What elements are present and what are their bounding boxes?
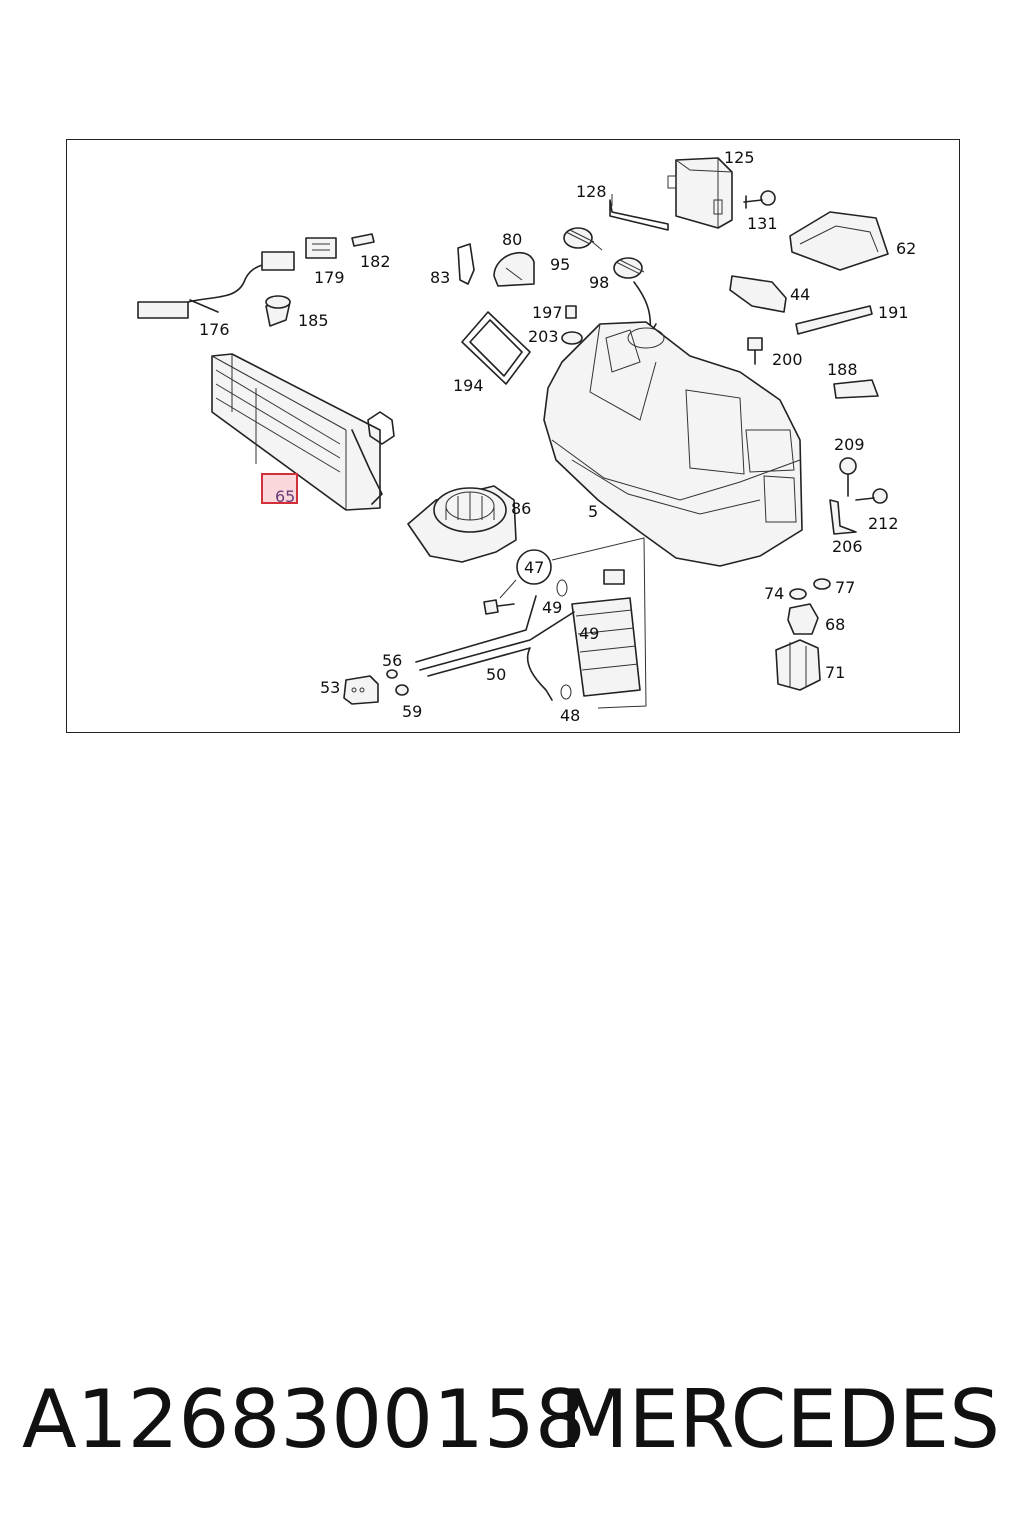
label-191[interactable]: 191 [878,303,909,322]
part-71-valve-block[interactable] [775,639,821,691]
part-86-blower[interactable] [407,485,517,563]
part-68-valve[interactable] [787,603,819,635]
part-59-seal[interactable] [395,684,409,696]
label-80[interactable]: 80 [502,230,522,249]
part-206-bracket[interactable] [829,499,857,535]
label-209[interactable]: 209 [834,435,865,454]
label-197[interactable]: 197 [532,303,563,322]
label-68[interactable]: 68 [825,615,845,634]
part-80-flap[interactable] [493,251,535,287]
label-125[interactable]: 125 [724,148,755,167]
label-59[interactable]: 59 [402,702,422,721]
part-194-seal[interactable] [461,311,531,385]
part-44-bracket[interactable] [729,275,787,313]
part-212-screw[interactable] [855,488,888,504]
caption: A1268300158 MERCEDES [0,1370,1024,1470]
label-56[interactable]: 56 [382,651,402,670]
part-77-seal[interactable] [813,578,831,590]
label-200[interactable]: 200 [772,350,803,369]
part-131-screw[interactable] [743,190,776,209]
label-131[interactable]: 131 [747,214,778,233]
part-203-nut[interactable] [561,331,583,345]
part-5-hvac-housing[interactable] [543,321,803,567]
parts-diagram: 125 128 131 62 80 83 95 98 179 182 176 1… [137,148,916,725]
part-47-group[interactable] [483,537,647,709]
label-185[interactable]: 185 [298,311,329,330]
part-188-connector[interactable] [833,379,879,399]
part-209-screw[interactable] [839,457,857,497]
part-125-control-unit[interactable] [667,157,733,229]
label-194[interactable]: 194 [453,376,484,395]
part-number: A1268300158 [22,1373,586,1466]
part-200-bolt[interactable] [747,337,763,365]
part-83-clip[interactable] [457,243,475,285]
part-128-bracket[interactable] [609,194,669,231]
label-53[interactable]: 53 [320,678,340,697]
part-191-strip[interactable] [795,305,873,335]
label-47[interactable]: 47 [524,558,544,577]
label-179[interactable]: 179 [314,268,345,287]
part-62-cover[interactable] [789,211,889,271]
part-50-pipes[interactable] [415,595,575,701]
label-44[interactable]: 44 [790,285,810,304]
label-65[interactable]: 65 [275,487,295,506]
label-49b[interactable]: 49 [579,624,599,643]
part-56-seal[interactable] [386,669,398,679]
part-65-heater-core[interactable] [211,353,395,511]
label-62[interactable]: 62 [896,239,916,258]
label-71[interactable]: 71 [825,663,845,682]
label-83[interactable]: 83 [430,268,450,287]
label-50[interactable]: 50 [486,665,506,684]
part-95-actuator[interactable] [563,227,603,251]
label-98[interactable]: 98 [589,273,609,292]
label-74[interactable]: 74 [764,584,784,603]
part-197-screw[interactable] [565,305,577,319]
part-65-highlight[interactable] [261,473,298,504]
part-182-pin[interactable] [351,233,375,247]
label-188[interactable]: 188 [827,360,858,379]
part-185-grommet[interactable] [265,295,291,327]
label-203[interactable]: 203 [528,327,559,346]
part-53-block[interactable] [343,675,379,705]
label-86[interactable]: 86 [511,499,531,518]
label-5[interactable]: 5 [588,502,598,521]
part-179-connector[interactable] [305,237,337,259]
label-77[interactable]: 77 [835,578,855,597]
diagram-frame [66,139,960,733]
part-74-seal[interactable] [789,588,807,600]
label-212[interactable]: 212 [868,514,899,533]
label-206[interactable]: 206 [832,537,863,556]
label-176[interactable]: 176 [199,320,230,339]
label-95[interactable]: 95 [550,255,570,274]
label-48[interactable]: 48 [560,706,580,725]
label-49a[interactable]: 49 [542,598,562,617]
brand-name: MERCEDES [559,1373,1000,1466]
part-176-cable[interactable] [137,251,295,319]
label-128[interactable]: 128 [576,182,607,201]
label-182[interactable]: 182 [360,252,391,271]
